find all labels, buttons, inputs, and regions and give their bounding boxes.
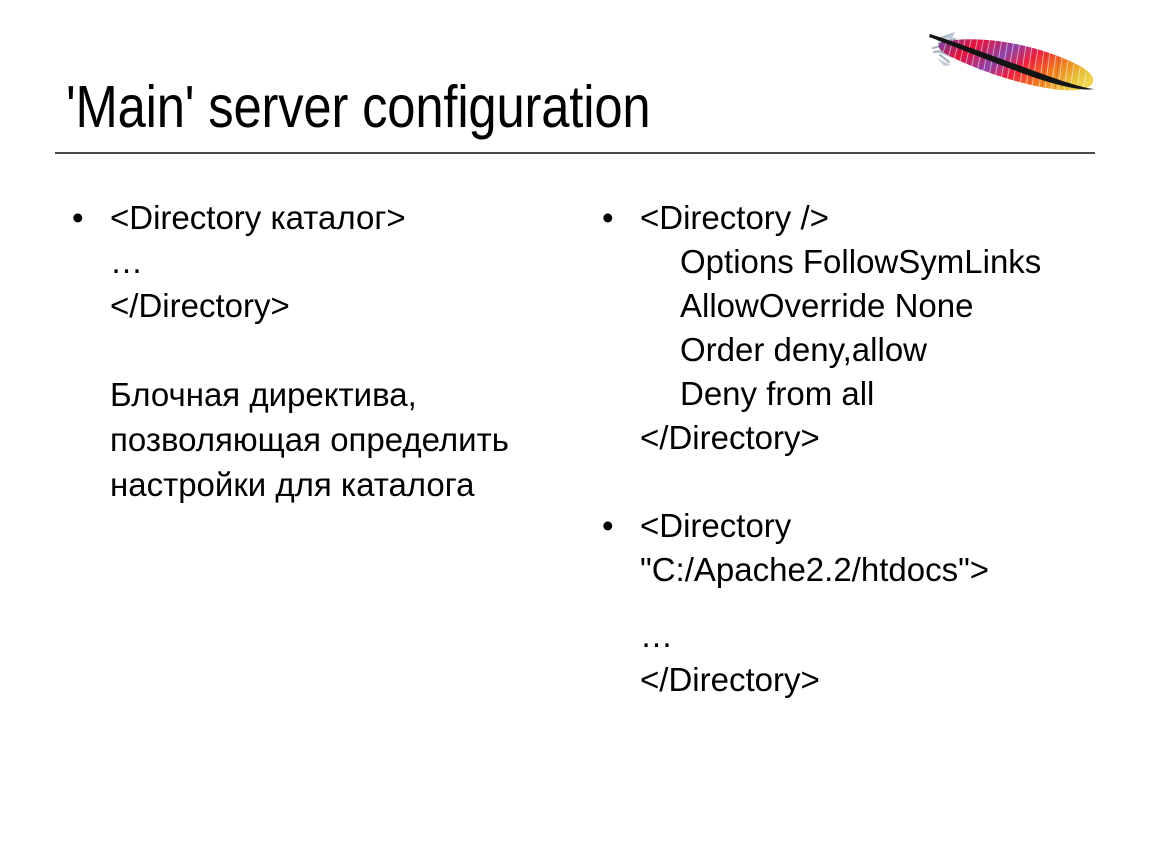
code-line: </Directory> xyxy=(640,419,820,456)
code-line: Options FollowSymLinks xyxy=(680,243,1042,280)
code-line: <Directory /> xyxy=(640,199,829,236)
code-line: </Directory> xyxy=(640,661,820,698)
code-line: </Directory> xyxy=(110,287,290,324)
blank-line xyxy=(640,592,1132,614)
left-content-column: • <Directory каталог> … </Directory> Бло… xyxy=(62,196,582,507)
list-item: • <Directory каталог> … </Directory> Бло… xyxy=(62,196,582,507)
code-line: "C:/Apache2.2/htdocs"> xyxy=(640,551,990,588)
list-item: • <Directory /> Options FollowSymLinks A… xyxy=(592,196,1132,460)
apache-feather-icon xyxy=(908,18,1113,102)
description-paragraph: Блочная директива, позволяющая определит… xyxy=(110,376,509,503)
right-content-column: • <Directory /> Options FollowSymLinks A… xyxy=(592,196,1132,702)
code-line: <Directory xyxy=(640,507,792,544)
bullet-icon: • xyxy=(602,507,614,544)
code-line: Deny from all xyxy=(680,375,875,412)
bullet-icon: • xyxy=(72,199,84,236)
feather-vane xyxy=(938,39,1094,91)
list-item: • <Directory "C:/Apache2.2/htdocs"> … </… xyxy=(592,504,1132,702)
bullet-text: <Directory "C:/Apache2.2/htdocs"> … </Di… xyxy=(640,504,1132,702)
code-line: … xyxy=(640,617,673,654)
bullet-text: <Directory каталог> … </Directory> Блочн… xyxy=(110,196,582,507)
code-line: Order deny,allow xyxy=(680,331,928,368)
code-line: … xyxy=(110,243,143,280)
feather-quill-blades xyxy=(936,32,955,66)
bullet-icon: • xyxy=(602,199,614,236)
code-line: AllowOverride None xyxy=(680,287,974,324)
feather-shaft xyxy=(929,34,1094,90)
bullet-text: <Directory /> Options FollowSymLinks All… xyxy=(640,196,1132,460)
blank-line xyxy=(110,328,582,372)
code-line: <Directory каталог> xyxy=(110,199,406,236)
page-title: 'Main' server configuration xyxy=(66,74,651,140)
title-divider xyxy=(55,152,1095,154)
